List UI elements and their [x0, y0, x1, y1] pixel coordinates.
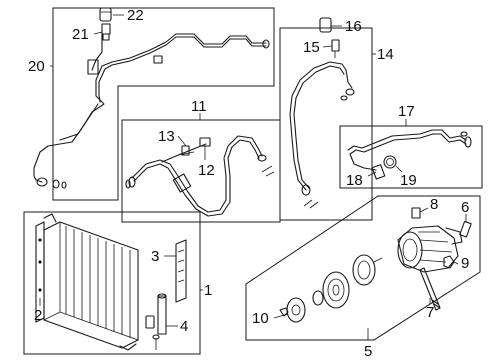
liquid-hose-fitting-top	[345, 88, 355, 96]
callout-10: 10	[252, 310, 269, 327]
relief-valve-8	[411, 207, 421, 219]
callout-4: 4	[180, 318, 188, 335]
liquid-hose-tube-inner	[293, 65, 345, 189]
liquid-pipe-seal-18	[371, 164, 386, 180]
group-17-liquid-pipe	[339, 119, 483, 189]
leader-13	[177, 135, 187, 147]
suction-hose-sleeve	[172, 173, 192, 193]
condenser-side-tank	[35, 221, 45, 323]
group-14-liquid-hose	[279, 17, 376, 221]
leader-9	[453, 261, 459, 265]
service-valve-cap	[99, 7, 112, 22]
condenser-bracket-top	[43, 213, 57, 223]
liquid-hose-fitting-bottom	[301, 184, 311, 196]
discharge-line-clip	[153, 55, 163, 64]
callout-7: 7	[426, 304, 434, 321]
leader-18	[367, 171, 377, 177]
compressor-seal-6	[459, 220, 472, 238]
liquid-pipe-tube-inner	[349, 133, 467, 155]
liquid-hose-tube	[289, 61, 347, 191]
callout-13: 13	[158, 128, 175, 145]
group-1-condenser	[23, 211, 203, 355]
liquid-pipe-fitting-right	[464, 136, 472, 148]
compressor-front	[397, 231, 423, 269]
suction-hose-tube	[131, 135, 263, 213]
leader-10	[273, 313, 289, 319]
liquid-hose-pipe	[345, 69, 353, 89]
callout-14: 14	[377, 46, 394, 63]
callout-numbers: 1 2 3 4 5 6 7 8 9 10 11 12 13 14 15 16 1…	[28, 7, 469, 360]
callout-11: 11	[191, 98, 207, 115]
service-valve-15	[331, 39, 340, 52]
leader-21	[93, 31, 103, 35]
discharge-line-bracket	[87, 59, 99, 75]
group-17-outline	[339, 125, 483, 189]
callout-20: 20	[28, 58, 45, 75]
compressor-body	[397, 225, 459, 273]
clutch-bolt	[279, 307, 289, 317]
group-20-outline	[52, 7, 275, 201]
callout-6: 6	[461, 199, 469, 216]
discharge-line-end-fitting	[36, 177, 48, 187]
callout-9: 9	[461, 255, 469, 272]
discharge-line-pipe-inner	[98, 36, 267, 103]
discharge-line-o-ring	[52, 179, 60, 189]
callout-16: 16	[345, 18, 362, 35]
condenser-bracket-bottom	[119, 343, 137, 351]
discharge-line-fitting-right	[262, 39, 270, 49]
dryer-cap	[145, 315, 155, 329]
callout-15: 15	[303, 39, 320, 56]
group-20-discharge-line	[33, 7, 275, 201]
group-11-suction-hose	[121, 113, 281, 223]
leader-8	[419, 207, 429, 213]
leader-15	[322, 45, 333, 48]
group-5-outline	[245, 195, 481, 341]
callout-12: 12	[198, 162, 215, 179]
callout-17: 17	[398, 103, 415, 120]
group-5-compressor	[245, 195, 481, 341]
liquid-pipe-o-ring-19	[383, 155, 397, 169]
discharge-line-branch	[91, 31, 103, 71]
callout-8: 8	[430, 196, 438, 213]
liquid-pipe-lower	[349, 153, 377, 171]
discharge-line-lower	[59, 103, 99, 141]
discharge-line-o-ring-2	[61, 181, 67, 189]
suction-hose-tube-inner	[133, 139, 260, 217]
discharge-line-end-pipe	[33, 175, 43, 183]
liquid-hose-o-ring	[340, 95, 348, 101]
service-valve-cap-16	[319, 17, 332, 33]
compressor-manifold	[445, 227, 463, 245]
suction-hose-fitting	[128, 176, 136, 188]
leader-19	[395, 165, 403, 173]
receiver-dryer-4	[157, 295, 167, 335]
callout-22: 22	[127, 7, 144, 24]
compressor-nut-9	[443, 255, 455, 269]
suction-hose-pipe	[161, 143, 207, 163]
condenser-fins	[65, 226, 131, 338]
group-1-outline	[23, 211, 201, 355]
liquid-pipe-o-ring-right	[460, 131, 468, 137]
suction-hose-end	[257, 154, 267, 162]
callout-19: 19	[400, 172, 417, 189]
group-14-outline	[279, 27, 373, 221]
callout-21: 21	[72, 26, 89, 43]
liquid-pipe-tube	[347, 129, 467, 151]
clutch-hub-10	[286, 297, 306, 323]
callout-18: 18	[346, 172, 363, 189]
callout-3: 3	[151, 248, 159, 265]
callout-5: 5	[364, 343, 372, 360]
callout-2: 2	[34, 307, 42, 324]
service-valve-core	[101, 23, 111, 35]
suction-hose-o-ring	[125, 179, 131, 189]
condenser-bracket-3	[175, 239, 187, 303]
clutch-field-coil	[352, 254, 376, 286]
clutch-snap-ring	[312, 290, 324, 306]
discharge-line-pipe	[33, 33, 267, 177]
callout-1: 1	[204, 282, 212, 299]
clutch-pulley	[322, 271, 350, 309]
condenser-core	[43, 221, 139, 349]
